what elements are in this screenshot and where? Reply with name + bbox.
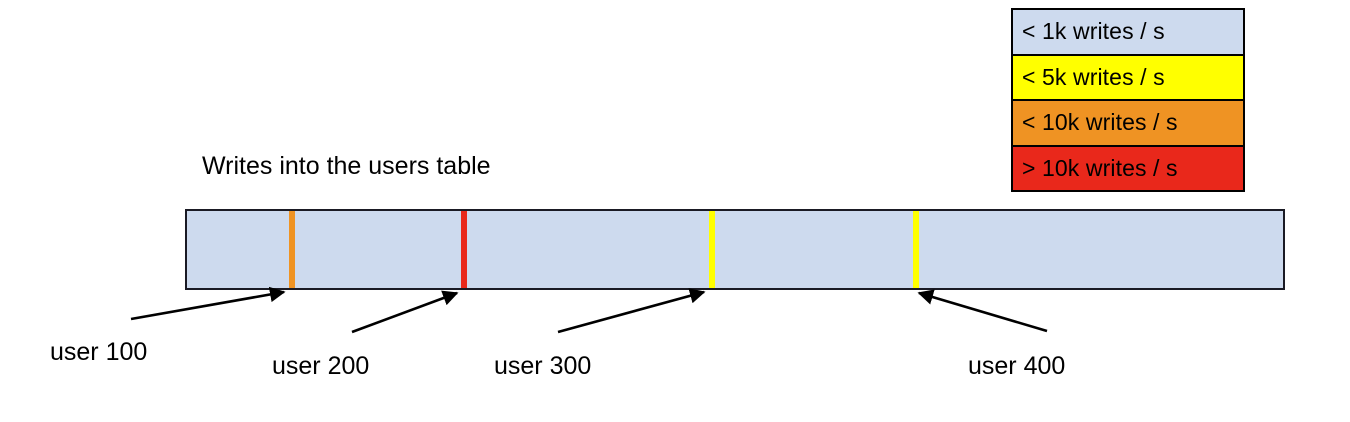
- callout-label-user-100: user 100: [50, 338, 148, 366]
- marker-user-200: [461, 211, 467, 288]
- callout-label-user-400: user 400: [968, 352, 1066, 380]
- legend-label-under-10k: < 10k writes / s: [1022, 109, 1178, 136]
- legend-row-under-1k: < 1k writes / s: [1013, 10, 1243, 56]
- marker-user-400: [913, 211, 919, 288]
- legend-label-under-1k: < 1k writes / s: [1022, 18, 1165, 45]
- callout-label-user-200: user 200: [272, 352, 370, 380]
- marker-user-300: [709, 211, 715, 288]
- arrow-user-400: [917, 289, 1048, 333]
- legend-row-under-5k: < 5k writes / s: [1013, 55, 1243, 101]
- arrow-user-300: [557, 288, 706, 334]
- arrow-user-100: [130, 286, 286, 321]
- legend-row-over-10k: > 10k writes / s: [1013, 146, 1243, 190]
- users-table-bar: [185, 209, 1285, 290]
- callout-label-user-300: user 300: [494, 352, 592, 380]
- arrow-user-200: [351, 290, 459, 334]
- chart-title: Writes into the users table: [202, 152, 491, 180]
- marker-user-100: [289, 211, 295, 288]
- legend-label-over-10k: > 10k writes / s: [1022, 154, 1178, 181]
- legend: < 1k writes / s < 5k writes / s < 10k wr…: [1011, 8, 1245, 192]
- legend-label-under-5k: < 5k writes / s: [1022, 63, 1165, 90]
- legend-row-under-10k: < 10k writes / s: [1013, 101, 1243, 147]
